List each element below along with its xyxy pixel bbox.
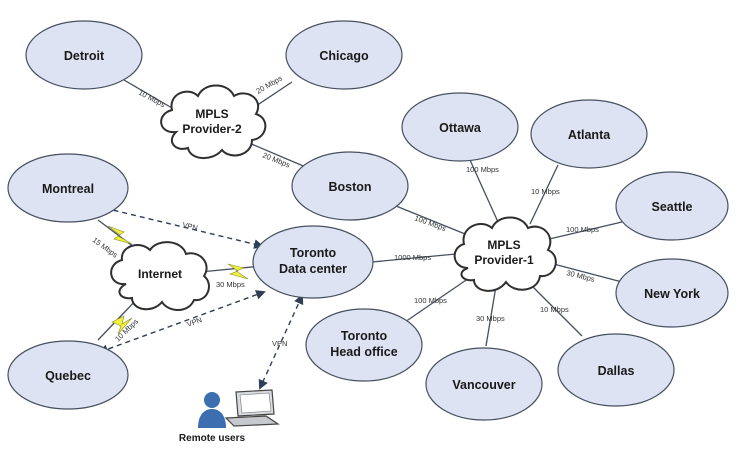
lightning-bolt-icon (107, 225, 133, 245)
seattle-ellipse (615, 171, 729, 241)
montreal-ellipse (7, 153, 129, 223)
toronto-head-office-label-line1: Toronto (341, 329, 388, 343)
label-chicago-mpls2: 20 Mbps (255, 73, 285, 95)
internet-cloud (110, 241, 210, 311)
link-ottawa-mpls1 (469, 159, 499, 223)
label-ottawa-mpls1: 100 Mbps (466, 165, 499, 174)
cloud-mpls-provider-1: MPLS Provider-1 (453, 216, 557, 292)
quebec-label: Quebec (45, 369, 91, 383)
remote-users-label: Remote users (179, 433, 246, 444)
cloud-mpls-provider-2: MPLS Provider-2 (160, 84, 267, 159)
mpls-provider-2-label-line1: MPLS (195, 107, 228, 121)
node-montreal: Montreal (7, 153, 129, 223)
dallas-ellipse (557, 333, 675, 407)
lightning-bolt-icon (111, 315, 133, 335)
seattle-label: Seattle (652, 200, 693, 214)
toronto-data-center-ellipse (252, 225, 374, 299)
label-seattle-mpls1: 100 Mbps (566, 225, 599, 234)
link-detroit-mpls2 (123, 79, 173, 109)
mpls-provider-1-label-line1: MPLS (487, 238, 520, 252)
quebec-ellipse (7, 340, 129, 410)
label-boston-mpls1: 100 Mbps (413, 213, 447, 233)
toronto-data-center-label-line1: Toronto (290, 246, 337, 260)
link-vancouver-mpls1 (485, 285, 497, 347)
detroit-label: Detroit (64, 49, 105, 63)
mpls-provider-2-cloud (160, 84, 267, 159)
node-dallas: Dallas (557, 333, 675, 407)
dallas-label: Dallas (598, 364, 635, 378)
link-atlanta-mpls1 (529, 164, 559, 225)
vpn-quebec-dc (98, 290, 266, 354)
label-vpn-montreal: VPN (182, 220, 199, 232)
vpn-montreal-dc (94, 203, 264, 249)
label-atlanta-mpls1: 10 Mbps (531, 187, 560, 196)
atlanta-ellipse (530, 99, 648, 169)
label-dallas-mpls1: 10 Mbps (540, 305, 569, 314)
montreal-label: Montreal (42, 182, 94, 196)
chicago-label: Chicago (319, 49, 369, 63)
mpls-provider-1-label-line2: Provider-1 (474, 253, 534, 267)
toronto-head-office-label-line2: Head office (330, 345, 397, 359)
label-vpn-remote: VPN (272, 339, 287, 348)
node-toronto-head-office: Toronto Head office (305, 308, 423, 382)
node-boston: Boston (291, 151, 409, 221)
new-york-ellipse (615, 258, 729, 328)
node-detroit: Detroit (25, 20, 143, 90)
lightning-bolt-icon (227, 263, 249, 280)
link-internet-dc (199, 265, 263, 273)
link-headoffice-mpls1 (404, 275, 473, 323)
label-detroit-mpls2: 10 Mbps (137, 88, 167, 110)
internet-label: Internet (138, 267, 182, 281)
node-quebec: Quebec (7, 340, 129, 410)
toronto-head-office-ellipse (305, 308, 423, 382)
vancouver-ellipse (425, 347, 543, 421)
label-headoffice-mpls1: 100 Mbps (414, 296, 447, 305)
label-newyork-mpls1: 30 Mbps (566, 268, 596, 284)
node-toronto-data-center: Toronto Data center (252, 225, 374, 299)
label-internet-dc: 30 Mbps (216, 280, 245, 289)
link-dc-mpls1 (371, 253, 457, 263)
node-vancouver: Vancouver (425, 347, 543, 421)
label-dc-mpls1: 1000 Mbps (394, 253, 431, 262)
boston-ellipse (291, 151, 409, 221)
ottawa-ellipse (401, 92, 519, 162)
mpls-provider-1-cloud (453, 216, 557, 292)
node-ottawa: Ottawa (401, 92, 519, 162)
toronto-data-center-label-line2: Data center (279, 262, 347, 276)
detroit-ellipse (25, 20, 143, 90)
cloud-internet: Internet (110, 241, 210, 311)
mpls-provider-2-label-line2: Provider-2 (182, 122, 242, 136)
node-atlanta: Atlanta (530, 99, 648, 169)
wireless-links (107, 225, 249, 335)
link-seattle-mpls1 (544, 221, 623, 241)
chicago-ellipse (285, 20, 403, 90)
link-newyork-mpls1 (545, 261, 623, 283)
vpn-tunnels (94, 203, 304, 390)
remote-users-group: Remote users (179, 389, 280, 444)
boston-label: Boston (328, 180, 371, 194)
link-boston-mpls1 (395, 205, 471, 237)
node-seattle: Seattle (615, 171, 729, 241)
label-boston-mpls2: 20 Mbps (261, 151, 291, 170)
new-york-label: New York (644, 287, 700, 301)
label-vpn-quebec: VPN (186, 315, 204, 329)
laptop-icon (224, 389, 280, 427)
label-vancouver-mpls1: 30 Mbps (476, 314, 505, 323)
link-mpls2-boston (241, 139, 309, 169)
vpn-remote-dc (258, 294, 304, 390)
node-new-york: New York (615, 258, 729, 328)
person-icon (198, 392, 226, 428)
link-dallas-mpls1 (527, 281, 583, 337)
node-chicago: Chicago (285, 20, 403, 90)
ottawa-label: Ottawa (439, 121, 482, 135)
atlanta-label: Atlanta (568, 128, 611, 142)
vancouver-label: Vancouver (452, 378, 515, 392)
